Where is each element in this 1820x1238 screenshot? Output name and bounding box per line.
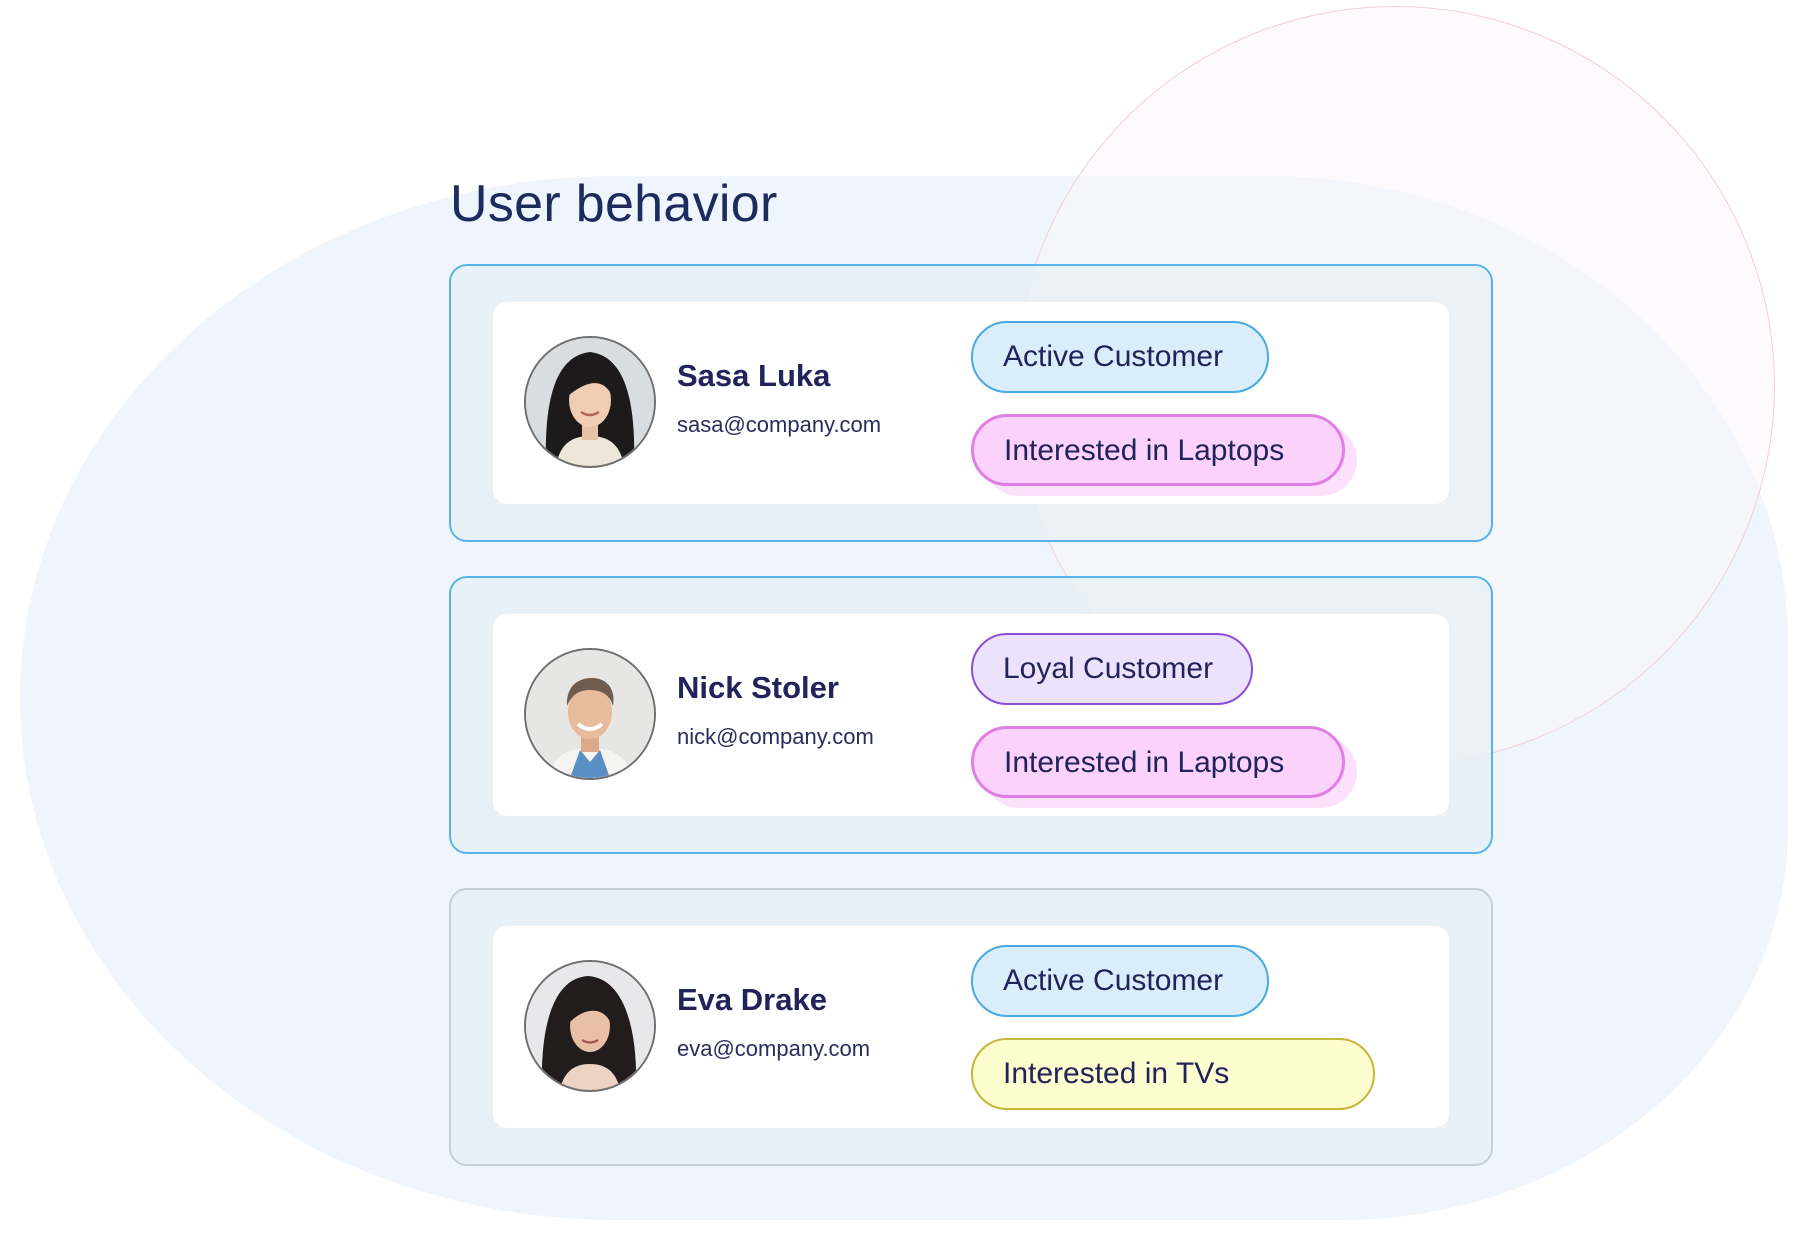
tag-interested-in-tvs[interactable]: Interested in TVs: [971, 1038, 1375, 1110]
user-card-body: Nick Stoler nick@company.com Loyal Custo…: [493, 614, 1449, 816]
tag-interested-in-laptops[interactable]: Interested in Laptops: [971, 726, 1345, 798]
tag-active-customer[interactable]: Active Customer: [971, 321, 1269, 393]
page-title: User behavior: [450, 175, 778, 233]
man-portrait-avatar-icon: [526, 650, 654, 778]
user-email[interactable]: sasa@company.com: [677, 412, 882, 437]
user-card[interactable]: Nick Stoler nick@company.com Loyal Custo…: [449, 576, 1493, 854]
user-email[interactable]: nick@company.com: [677, 724, 874, 749]
woman-portrait-avatar-icon: [526, 962, 654, 1090]
user-card-list: Sasa Luka sasa@company.com Active Custom…: [449, 264, 1493, 1200]
user-name: Eva Drake: [677, 982, 827, 1017]
tag-loyal-customer[interactable]: Loyal Customer: [971, 633, 1253, 705]
avatar: [524, 960, 656, 1092]
user-card[interactable]: Sasa Luka sasa@company.com Active Custom…: [449, 264, 1493, 542]
user-card[interactable]: Eva Drake eva@company.com Active Custome…: [449, 888, 1493, 1166]
tag-active-customer[interactable]: Active Customer: [971, 945, 1269, 1017]
user-email[interactable]: eva@company.com: [677, 1036, 871, 1061]
avatar: [524, 336, 656, 468]
user-name: Sasa Luka: [677, 358, 831, 393]
user-name: Nick Stoler: [677, 670, 839, 705]
tag-interested-in-laptops[interactable]: Interested in Laptops: [971, 414, 1345, 486]
avatar: [524, 648, 656, 780]
user-card-body: Eva Drake eva@company.com Active Custome…: [493, 926, 1449, 1128]
user-card-body: Sasa Luka sasa@company.com Active Custom…: [493, 302, 1449, 504]
woman-portrait-avatar-icon: [526, 338, 654, 466]
